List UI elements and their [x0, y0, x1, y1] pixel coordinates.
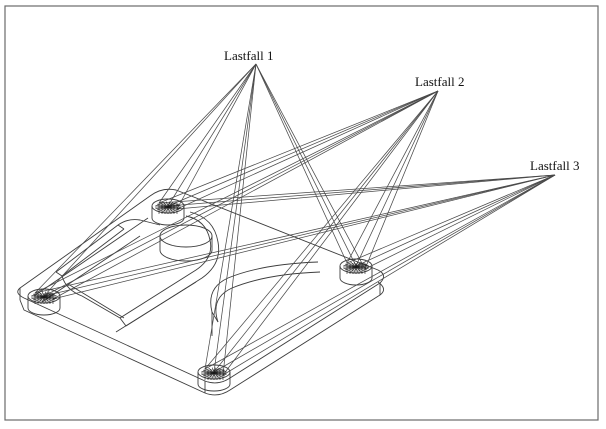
load-case-label-1: Lastfall 1: [224, 48, 273, 63]
u-channel-edge: [119, 317, 127, 327]
u-channel-edge: [115, 281, 197, 333]
load-ray: [52, 174, 556, 300]
load-ray: [167, 174, 556, 207]
load-ray: [346, 174, 556, 264]
load-ray: [176, 174, 556, 210]
mounting-boss: [339, 258, 373, 286]
load-ray: [158, 90, 439, 204]
mounting-boss: [27, 288, 61, 316]
load-ray: [222, 90, 439, 376]
base-plate: [17, 188, 384, 396]
mounting-boss: [197, 364, 231, 392]
load-case-label-2: Lastfall 2: [415, 74, 464, 89]
center-cylinder: [159, 224, 213, 262]
right-cutout: [210, 261, 321, 323]
left-slot: [55, 219, 161, 277]
load-ray: [167, 63, 257, 207]
plate-inner-edge: [41, 235, 141, 303]
load-ray: [43, 63, 257, 297]
load-ray: [167, 90, 439, 207]
load-ray: [364, 90, 439, 270]
load-ray: [255, 63, 357, 267]
load-ray: [355, 174, 556, 267]
load-rays: [34, 63, 556, 376]
load-ray: [204, 63, 257, 370]
load-ray: [176, 63, 257, 210]
load-ray: [364, 174, 556, 270]
mounting-boss: [151, 198, 185, 226]
load-case-label-3: Lastfall 3: [530, 158, 579, 173]
plate-bottom-outline: [19, 281, 384, 396]
plate-inner-edge: [33, 217, 149, 297]
mounting-bosses: [27, 198, 373, 392]
load-ray: [34, 63, 257, 294]
figure-frame: [4, 5, 599, 421]
load-ray: [52, 90, 439, 300]
load-ray: [213, 174, 556, 373]
load-ray: [34, 174, 556, 294]
load-ray: [222, 63, 257, 376]
right-cutout-edge: [211, 311, 219, 323]
u-channel: [119, 211, 220, 327]
load-ray: [158, 63, 257, 204]
load-ray: [255, 63, 348, 264]
load-ray: [43, 90, 439, 297]
load-ray: [222, 174, 556, 376]
load-ray: [34, 90, 439, 294]
load-ray: [346, 90, 439, 264]
load-ray: [255, 63, 366, 270]
load-ray: [213, 63, 257, 373]
load-ray: [355, 90, 439, 267]
load-ray: [158, 174, 556, 204]
plate-top-outline: [17, 188, 384, 384]
load-ray: [43, 174, 556, 297]
load-ray: [204, 174, 556, 370]
load-ray: [176, 90, 439, 210]
